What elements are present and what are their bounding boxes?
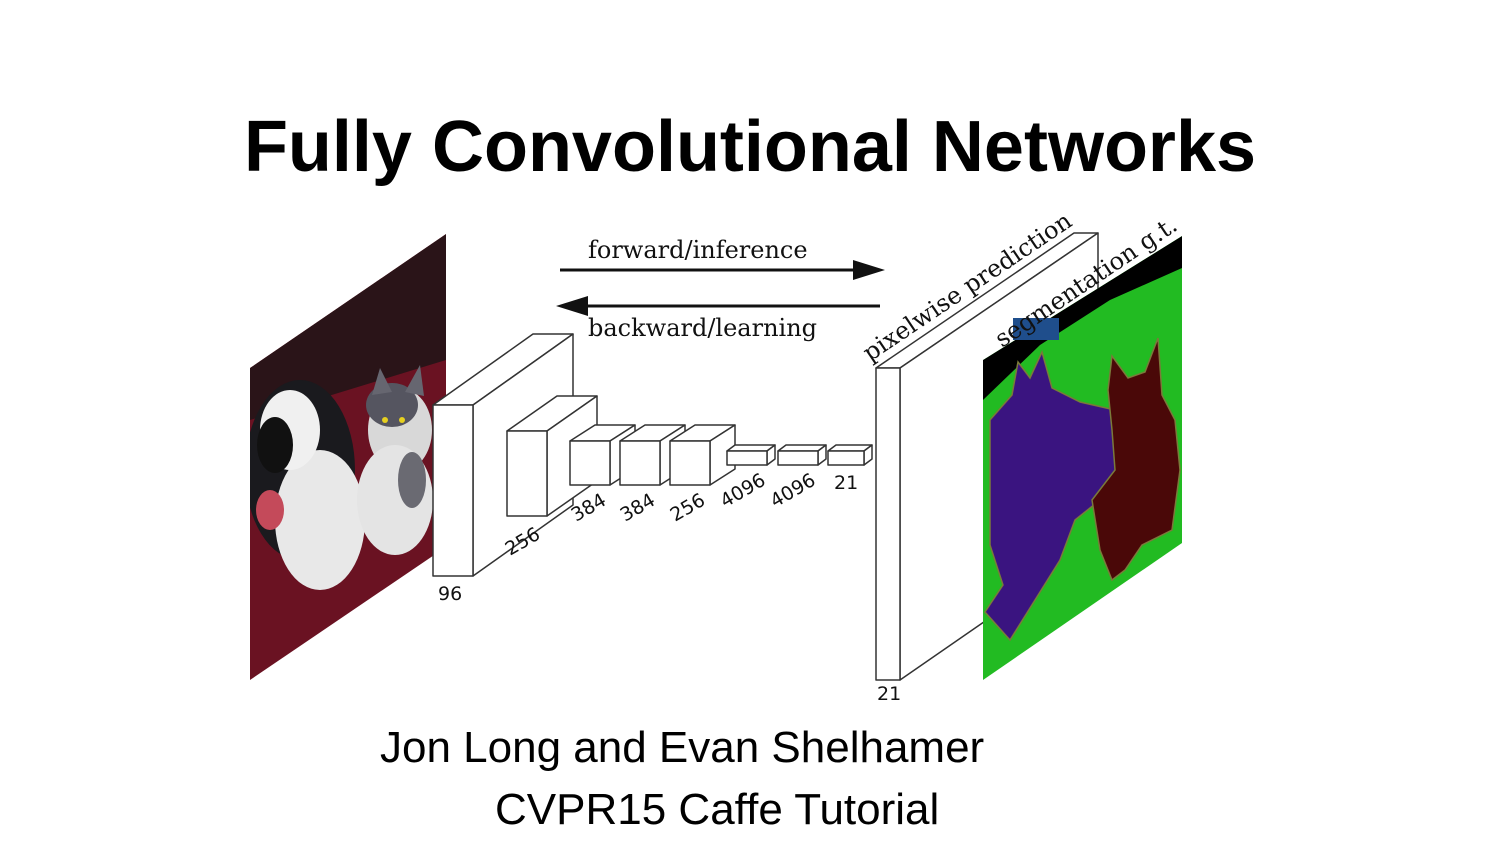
authors-line: Jon Long and Evan Shelhamer (380, 723, 985, 772)
conv-block-5 (669, 424, 736, 486)
conv-block-8 (827, 444, 873, 466)
slide-title: Fully Convolutional Networks (243, 107, 1257, 187)
label-marker (1013, 318, 1059, 340)
forward-label: forward/inference (588, 236, 808, 264)
conv-block-7 (777, 444, 827, 466)
layer-label-21: 21 (834, 472, 858, 494)
layer-label-384b: 384 (617, 489, 659, 526)
layer-label-256b: 256 (667, 489, 709, 526)
conv-block-6 (726, 444, 776, 466)
backward-arrow (556, 296, 880, 316)
input-photo (250, 234, 446, 680)
layer-label-4096b: 4096 (767, 469, 820, 512)
forward-arrow (560, 260, 885, 280)
event-line: CVPR15 Caffe Tutorial (495, 785, 940, 834)
backward-label: backward/learning (588, 314, 817, 342)
layer-label-96: 96 (438, 583, 462, 605)
output-label-21: 21 (877, 683, 901, 705)
